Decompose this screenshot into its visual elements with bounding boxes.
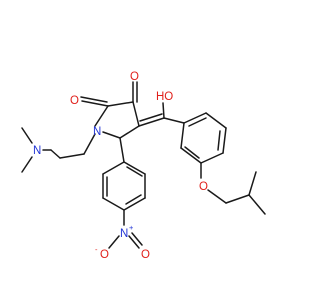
bond-ar1-inner-2 [217,130,221,151]
bond-n1-c2 [94,105,109,127]
atom-o-amide: O [70,95,79,107]
bond-ar1-f [180,122,185,149]
bond-exo-aryl [163,117,185,124]
bond-c2-o-amide-double [80,96,108,103]
bond-ar1-c [222,127,227,154]
bond-c5-ar2 [119,137,125,163]
bond-c4-c5 [119,125,140,139]
bond-c3-c4 [132,101,140,127]
bond-n-o-single [108,235,120,249]
bond-ar1-inner-3 [184,146,200,159]
bond-c4-exo-double-b [139,113,163,122]
bond-ch-me2 [248,171,257,196]
carbonyl-bonds [80,81,138,107]
bond-n-o-double-b [131,232,143,246]
bond-ch-me1 [248,194,266,215]
bond-c2-o-amide [81,100,109,107]
bond-ar2-c [123,197,146,211]
isobutoxy-chain [200,162,266,215]
atom-o-nitro-single: O [100,249,109,261]
bond-ar1-d [200,152,224,164]
bond-ar1-inner-1 [188,117,207,127]
atom-oh: HO [156,91,173,103]
bond-exo-oh [162,102,165,119]
bond-o-ch2 [207,189,227,204]
bond-ar2-a [123,161,146,175]
pyrrolidine-ring [94,101,140,139]
bond-c5-n1 [102,131,121,139]
atom-n-ring: N [93,126,101,138]
atom-n-nitro: N [120,228,128,240]
bond-n1-ch2a [83,133,96,155]
bond-n-me2 [21,156,33,173]
bond-ar1-b [205,112,227,129]
molecule-canvas: O O HO N N O N + O O - [21,71,266,261]
atom-o-ether: O [199,181,208,193]
isobutoxyphenyl-ring [180,112,227,164]
bond-n-me1 [21,127,33,144]
bond-ch2b-ch2c [50,149,61,159]
nitro-group [108,209,143,249]
bond-n-o-double-a [128,235,140,249]
bond-ar1-a [183,112,207,124]
atom-o-ketone: O [130,71,139,83]
enol-group [138,102,185,127]
nitrophenyl-ring [102,137,146,211]
atom-o-nitro-double: O [141,249,150,261]
bond-c4-exo-double-a [138,117,165,127]
bond-ch2a-ch2b [59,153,85,159]
bond-ar1-e [180,147,202,164]
structure-drawing: O O HO N N O N + O O - [21,71,266,261]
bond-ar2-inner-1 [126,166,143,177]
charge-o-nitro: - [95,245,98,254]
dimethylaminopropyl-chain [21,127,96,173]
charge-n-nitro: + [129,223,134,232]
bond-c2-c3 [107,101,134,107]
bond-ar2-f [102,161,125,175]
bond-ch2-ch [225,194,250,204]
bond-ar2-inner-2 [125,194,142,205]
atom-n-amine: N [33,145,41,157]
bond-ar2-d [102,197,125,211]
